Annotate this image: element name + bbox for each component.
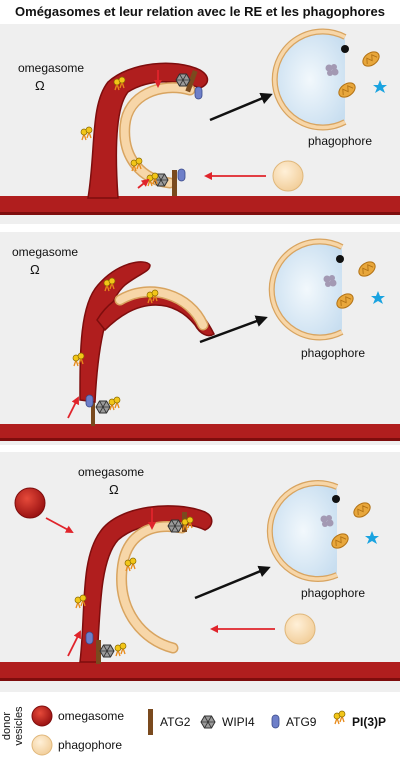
omegasome-label: omegasome [78, 465, 144, 479]
cargo-dot [341, 45, 349, 53]
er-membrane [0, 662, 400, 680]
wipi4-icon [95, 400, 111, 414]
autophagosome-lumen [274, 31, 345, 128]
cargo-dot [336, 255, 344, 263]
legend-atg9-label: ATG9 [286, 715, 317, 729]
legend-wipi4-label: WIPI4 [222, 715, 255, 729]
atg9-icon [85, 394, 94, 408]
wipi4-icon [167, 519, 183, 533]
panel-1: omegasome Ω phagophore [0, 24, 400, 224]
legend-omegasome-label: omegasome [58, 709, 124, 723]
omegasome [87, 62, 209, 199]
omega-symbol: Ω [30, 262, 40, 277]
red-arrow [137, 178, 150, 189]
legend-vesicles-label: vesicles [13, 706, 25, 746]
er-membrane [0, 196, 400, 214]
legend-phagophore-label: phagophore [58, 738, 122, 752]
phagophore-vesicle [284, 613, 316, 645]
autophagosome-lumen [271, 241, 342, 338]
legend-atg2-swatch [148, 709, 153, 735]
legend-phagophore-swatch [31, 734, 53, 756]
black-arrow [209, 92, 273, 122]
atg9-icon [177, 168, 186, 182]
legend-pi3p-swatch [334, 711, 345, 724]
black-arrow [194, 565, 271, 600]
phagophore-label: phagophore [308, 134, 372, 148]
omegasome-vesicle [14, 487, 46, 519]
legend-wipi4-swatch [200, 715, 216, 729]
legend-atg2-label: ATG2 [160, 715, 191, 729]
atg9-icon [85, 631, 94, 645]
wipi4-icon [99, 644, 115, 658]
er-membrane [0, 424, 400, 440]
autophagosome-lumen [269, 482, 337, 579]
red-arrow [67, 396, 79, 419]
atg2-protein [185, 69, 198, 93]
atg2-protein [96, 640, 101, 664]
diagram-title: Omégasomes et leur relation avec le RE e… [15, 4, 385, 19]
panel-3: omegasome Ω phagophore [0, 452, 400, 692]
omegasome-label: omegasome [18, 61, 84, 75]
panel-2: omegasome Ω phagophore [0, 232, 400, 445]
phagophore-label: phagophore [301, 586, 365, 600]
omegasome-label: omegasome [12, 245, 78, 259]
legend-pi3p-label: PI(3)P [352, 715, 386, 729]
omegasome [79, 505, 213, 663]
legend-donor-label: donor [1, 712, 13, 740]
red-arrow [45, 517, 74, 533]
atg2-protein [172, 170, 177, 196]
legend-atg9-swatch [271, 714, 280, 729]
phagophore-vesicle [272, 160, 304, 192]
cargo-dot [332, 495, 340, 503]
wipi4-icon [175, 73, 191, 87]
omega-symbol: Ω [35, 78, 45, 93]
red-arrow [67, 630, 81, 657]
phagophore-label: phagophore [301, 346, 365, 360]
omega-symbol: Ω [109, 482, 119, 497]
legend: donor vesicles omegasome phagophore ATG2… [1, 705, 386, 756]
atg9-icon [194, 86, 203, 100]
legend-omegasome-swatch [31, 705, 53, 727]
black-arrow [199, 315, 268, 344]
